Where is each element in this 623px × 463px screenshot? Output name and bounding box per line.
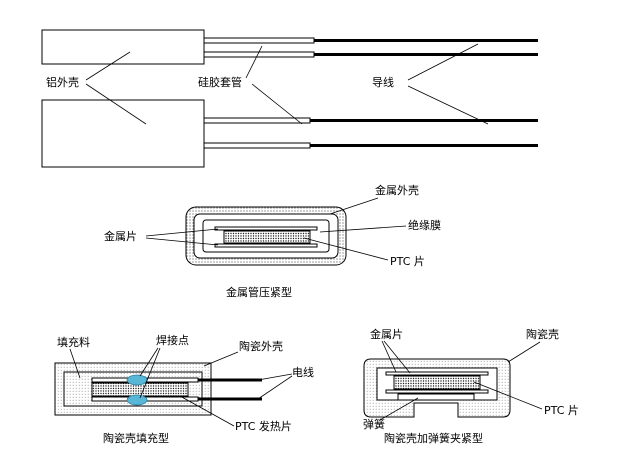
silicone-sleeve-lower-2: [203, 142, 311, 149]
metal-sheet-br-bottom: [385, 389, 489, 394]
aluminum-shell-small: [41, 29, 205, 65]
label-filler: 填充料: [57, 335, 90, 349]
label-metal-sheet-2: 金属片: [370, 327, 403, 341]
label-solder-point: 焊接点: [156, 333, 189, 347]
caption-metal-tube: 金属管压紧型: [226, 285, 292, 299]
leader-aluminum-1: [85, 51, 131, 81]
leader-wire-a: [257, 373, 293, 381]
label-ceramic-shell-2: 陶瓷壳: [526, 327, 559, 341]
metal-sheet-top: [214, 226, 318, 231]
leader-ptc-sheet-2: [473, 381, 543, 410]
solder-point-bottom: [126, 394, 148, 406]
silicone-sleeve-upper-1: [203, 37, 315, 44]
caption-ceramic-fill: 陶瓷壳填充型: [103, 431, 169, 445]
metal-tube-pressed-type: 金属外壳 金属片 绝缘膜 PTC 片 金属管压紧型: [104, 183, 441, 299]
leader-wire-2: [407, 85, 489, 125]
leader-solder-1: [139, 347, 159, 377]
leader-metal-sheet-br-b: [383, 340, 411, 374]
metal-sheet-bottom: [214, 243, 318, 248]
label-spring: 弹簧: [363, 417, 385, 431]
solder-point-top: [126, 374, 148, 386]
label-metal-sheet-1: 金属片: [104, 229, 137, 243]
leader-insulation-film: [319, 225, 407, 233]
leader-metal-sheet-a: [145, 228, 219, 237]
label-ptc-heating-sheet: PTC 发热片: [235, 419, 292, 433]
ptc-sheet-br: [393, 375, 481, 390]
leader-wire-1: [407, 43, 479, 81]
ptc-sheet-middle: [223, 230, 311, 244]
label-lead-wire: 导线: [372, 75, 394, 89]
leader-metal-sheet-br-a: [381, 340, 397, 373]
leader-ptc-sheet: [303, 237, 389, 261]
label-silicone-sleeve: 硅胶套管: [198, 75, 242, 89]
leader-ptc-heating: [179, 395, 235, 427]
top-heater-assembly: 铝外壳 硅胶套管 导线: [41, 29, 538, 168]
label-ceramic-shell-1: 陶瓷外壳: [239, 339, 283, 353]
metal-sheet-br-top: [385, 371, 489, 376]
silicone-sleeve-lower-1: [203, 117, 311, 124]
leader-sleeve-2: [251, 83, 303, 125]
ceramic-spring-type: 金属片 陶瓷壳 PTC 片 弹簧 陶瓷壳加弹簧夹紧型: [363, 327, 579, 445]
label-ptc-sheet-2: PTC 片: [544, 404, 579, 417]
label-aluminum-shell: 铝外壳: [46, 75, 79, 89]
ceramic-fill-type: 填充料 焊接点 陶瓷外壳 电线 PTC 发热片 陶瓷壳填充型: [54, 333, 314, 445]
label-wire: 电线: [292, 365, 314, 379]
leader-sleeve-1: [245, 45, 263, 79]
caption-ceramic-spring: 陶瓷壳加弹簧夹紧型: [384, 431, 483, 445]
label-metal-shell: 金属外壳: [375, 183, 419, 197]
leader-metal-sheet-b: [145, 237, 219, 246]
spring-plate: [397, 393, 475, 401]
leader-ceramic-shell-1: [203, 351, 239, 367]
leader-ceramic-shell-2: [507, 341, 541, 363]
leader-aluminum-2: [85, 83, 147, 125]
aluminum-shell-large: [41, 99, 205, 168]
label-insulation-film: 绝缘膜: [408, 218, 441, 232]
leader-spring: [379, 397, 419, 421]
leader-metal-shell: [329, 197, 379, 215]
leader-filler: [69, 348, 81, 379]
leader-wire-b: [257, 375, 293, 400]
leader-solder-2: [139, 347, 161, 399]
label-ptc-sheet: PTC 片: [390, 255, 425, 268]
